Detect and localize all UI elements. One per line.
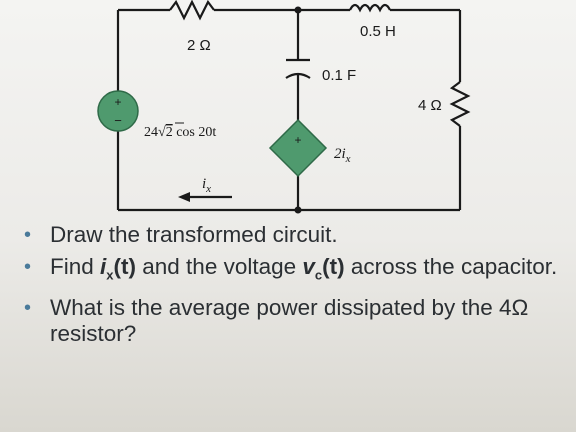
r-top-label: 2 Ω (187, 37, 211, 54)
r-right-label: 4 Ω (418, 97, 442, 114)
dependent-source: + (268, 118, 328, 178)
voltage-source: + − (97, 90, 139, 132)
dep-source-label: 2ix (334, 146, 351, 165)
question-2: • Find ix(t) and the voltage vc(t) acros… (22, 254, 562, 289)
inductor-label: 0.5 H (360, 23, 396, 40)
current-arrow-head (178, 192, 190, 202)
resistor-2-ohm (169, 0, 215, 21)
bullet-dot: • (24, 256, 32, 278)
question-3-text: What is the average power dissipated by … (50, 294, 529, 346)
source-value-label: 24√2 cos 20t (144, 122, 216, 140)
bullet-dot: • (24, 224, 32, 246)
circuit-diagram: + − + 2 Ω 0.5 H 0.1 F 4 Ω 24√2 cos 20t 2… (97, 0, 471, 214)
node-dot-bottom (294, 206, 302, 214)
question-1-text: Draw the transformed circuit. (50, 222, 338, 247)
question-2-text: Find ix(t) and the voltage vc(t) across … (50, 254, 558, 283)
inductor-0-5H (349, 3, 391, 13)
question-1: • Draw the transformed circuit. (22, 222, 562, 248)
svg-text:24√2 cos 20t: 24√2 cos 20t (144, 125, 216, 140)
resistor-4-ohm (449, 81, 471, 127)
node-dot-top (294, 6, 302, 14)
source-plus: + (114, 95, 121, 109)
question-list: • Draw the transformed circuit. • Find i… (22, 222, 562, 353)
current-label: ix (202, 176, 211, 195)
source-minus: − (114, 113, 122, 128)
bullet-dot: • (24, 296, 32, 319)
dep-source-plus: + (294, 133, 301, 147)
circuit-wires (116, 0, 471, 212)
capacitor-label: 0.1 F (322, 67, 356, 84)
question-3: • What is the average power dissipated b… (22, 295, 562, 347)
